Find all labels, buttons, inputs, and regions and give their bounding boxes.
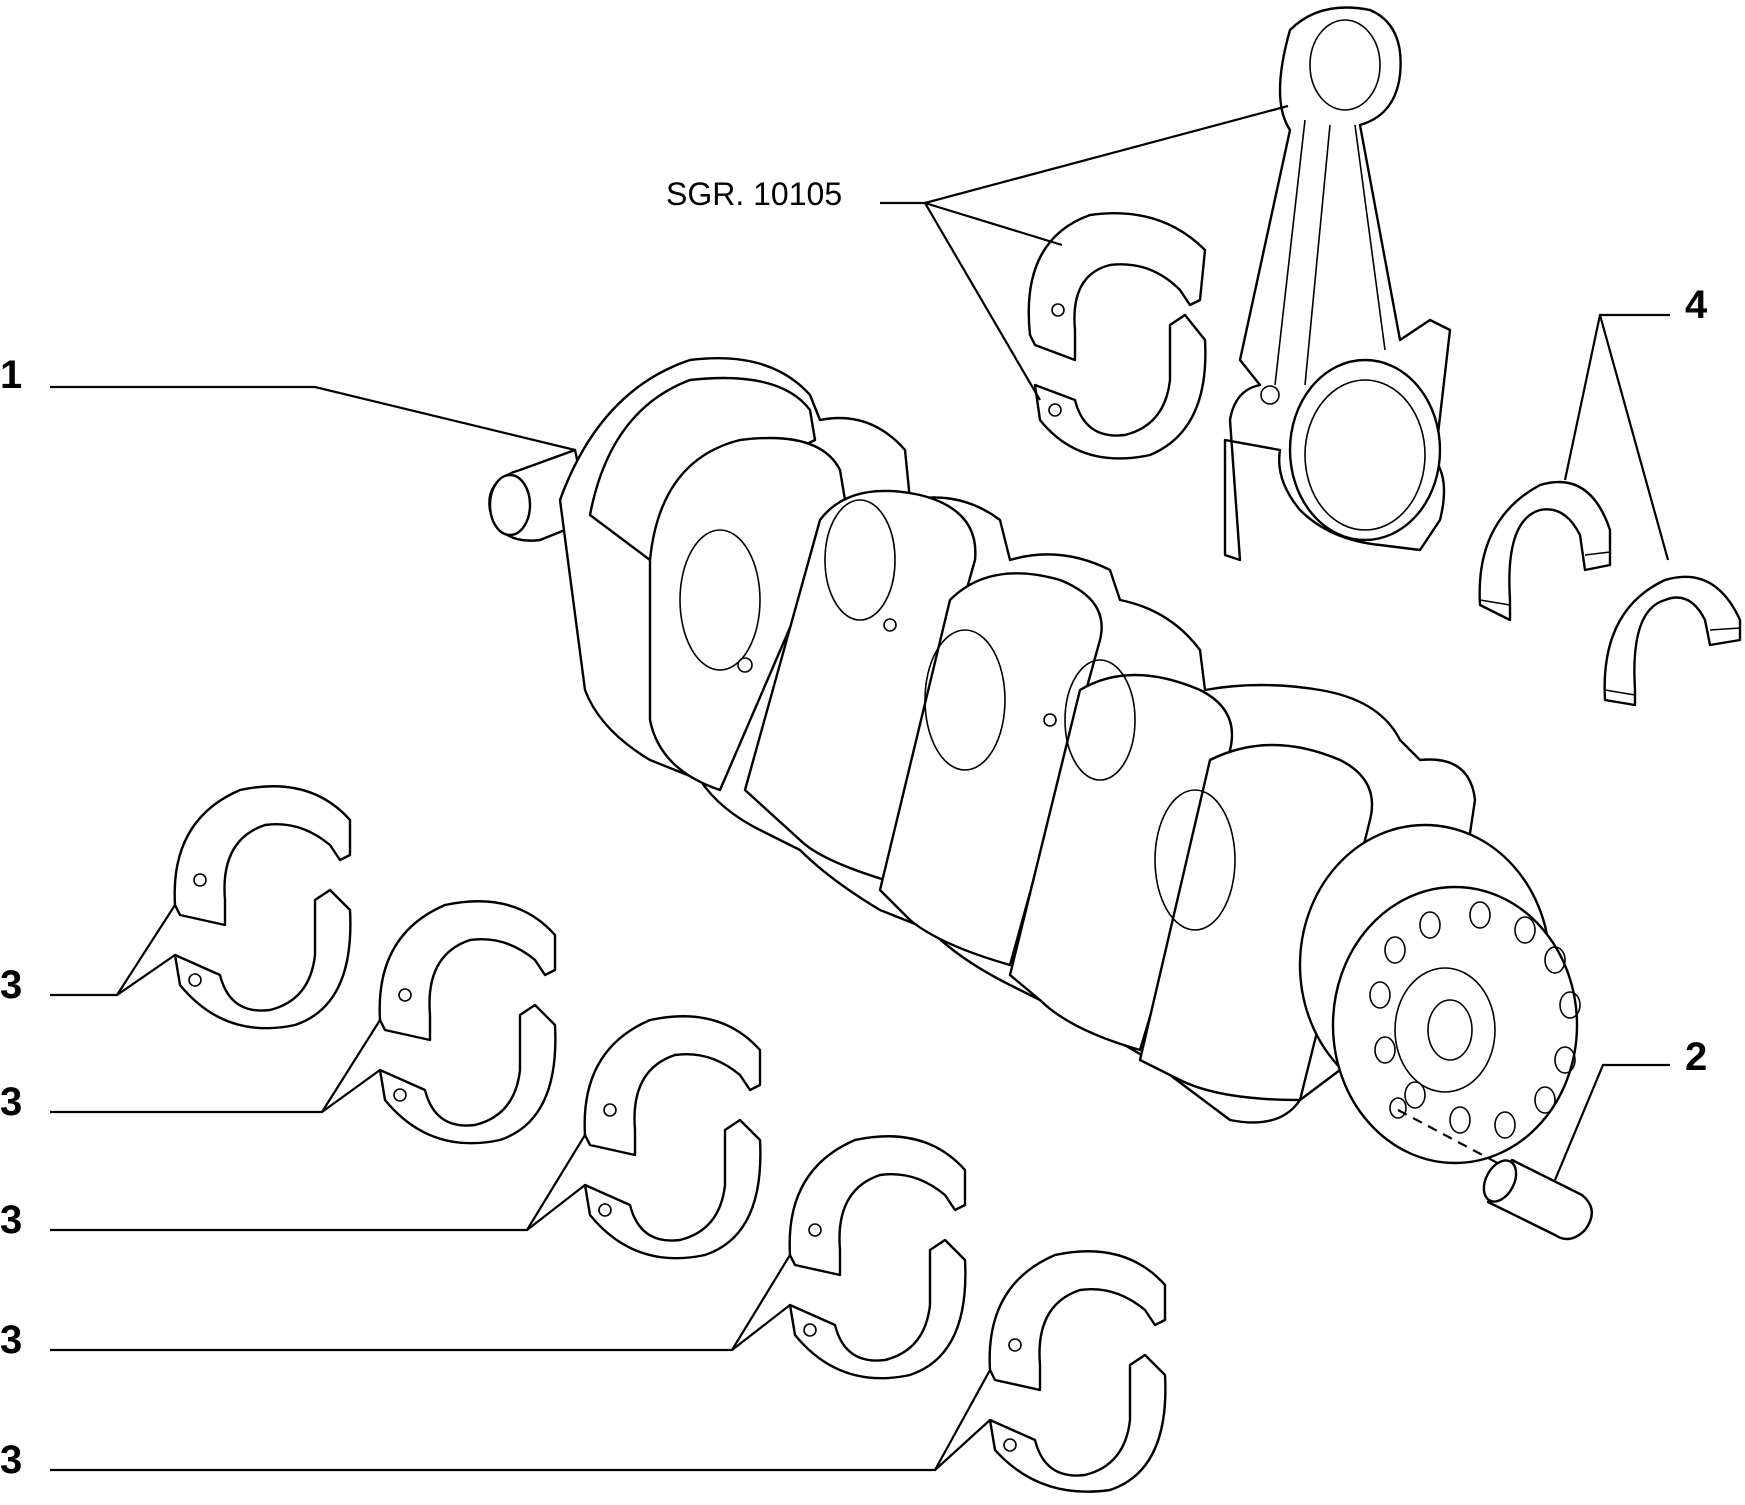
thrust-washer-1[interactable] [1478, 480, 1612, 622]
main-bearing-shells-2[interactable] [378, 900, 557, 1145]
callout-1: 1 [0, 353, 22, 397]
callout-sgr-reference: SGR. 10105 [666, 176, 842, 212]
dowel-pin[interactable] [1397, 1109, 1593, 1241]
callout-3-row5: 3 [0, 1438, 22, 1482]
thrust-washer-2[interactable] [1603, 575, 1742, 707]
main-bearing-shells-5[interactable] [988, 1250, 1167, 1493]
connecting-rod[interactable] [1223, 6, 1452, 562]
callout-2: 2 [1685, 1035, 1707, 1079]
callout-3-row3: 3 [0, 1198, 22, 1242]
callout-3-row2: 3 [0, 1080, 22, 1124]
leader-lines [50, 104, 1670, 1472]
callout-3-row1: 3 [0, 963, 22, 1007]
conrod-bearing-shells[interactable] [1027, 211, 1207, 460]
main-bearing-shells-1[interactable] [173, 785, 352, 1030]
crankshaft[interactable] [488, 356, 1581, 1165]
main-bearing-shells-3[interactable] [583, 1015, 762, 1260]
callout-3-row4: 3 [0, 1318, 22, 1362]
main-bearing-shells-4[interactable] [788, 1135, 967, 1380]
callout-4: 4 [1685, 283, 1708, 327]
